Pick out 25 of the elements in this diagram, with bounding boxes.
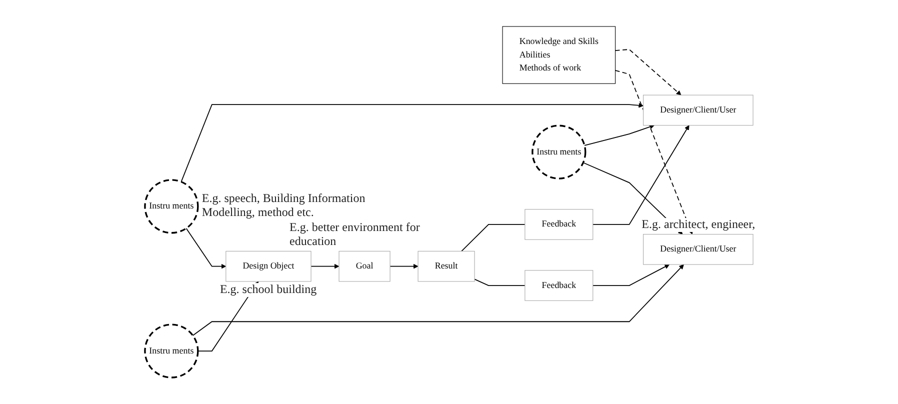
arrow	[390, 264, 418, 269]
node-box: Feedback	[524, 209, 594, 240]
node-box: Goal	[338, 250, 390, 282]
arrow	[592, 125, 690, 225]
node-note: E.g. school building	[220, 283, 317, 298]
connector	[461, 224, 526, 252]
arrow	[584, 124, 655, 146]
node-box: Knowledge and Skills Abilities Methods of work	[502, 26, 616, 84]
node-note: E.g. architect, engineer,	[642, 218, 756, 232]
node-circle: Instru ments	[144, 179, 199, 234]
arrow	[592, 264, 670, 286]
node-box: Designer/Client/User	[643, 94, 754, 126]
arrow	[614, 70, 693, 234]
arrow	[186, 228, 226, 269]
node-box: Result	[418, 250, 475, 282]
node-box: Feedback	[524, 270, 594, 301]
connector	[474, 278, 526, 286]
node-box: Designer/Client/User	[643, 234, 754, 265]
arrow	[310, 264, 340, 269]
node-box: Design Object	[226, 250, 312, 282]
arrow	[192, 264, 684, 336]
node-circle: Instru ments	[532, 124, 586, 180]
node-circle: Instru ments	[144, 324, 199, 378]
arrow	[180, 102, 644, 182]
arrow	[614, 48, 682, 96]
